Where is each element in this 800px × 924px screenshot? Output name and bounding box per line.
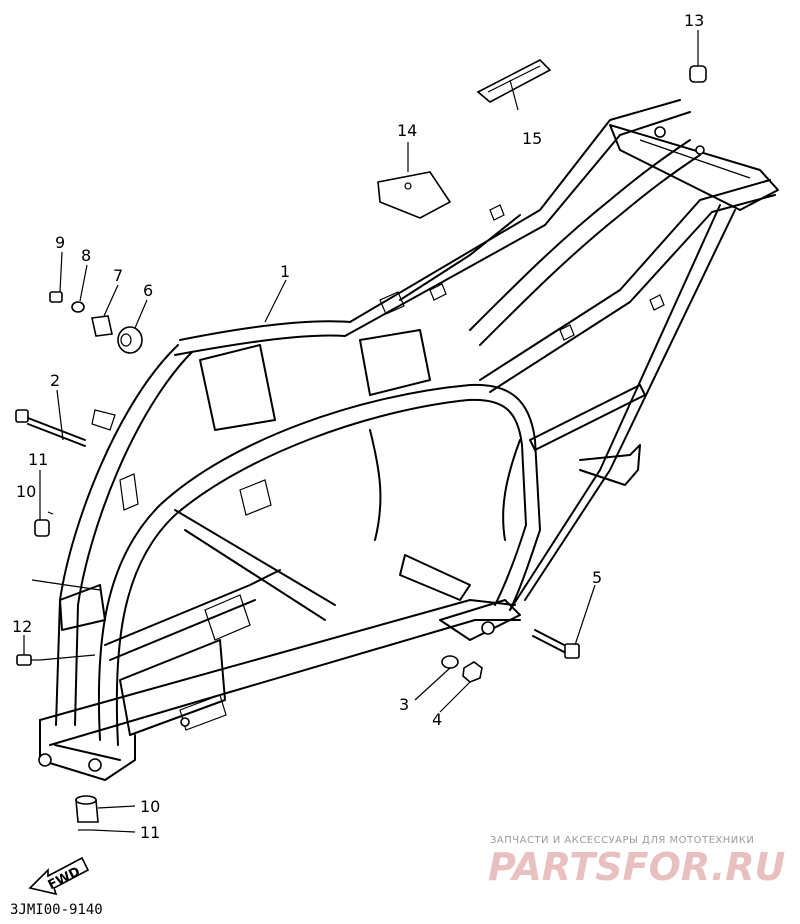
callout-14: 14: [397, 121, 417, 140]
part-14-damper: [377, 171, 452, 219]
callout-4: 4: [432, 710, 442, 729]
callout-10-bottom: 10: [140, 797, 160, 816]
part-2-long-bolt: [15, 409, 86, 447]
callout-11-bottom: 11: [140, 823, 160, 842]
part-7-collar: [91, 315, 113, 337]
part-10-bottom-cap: [75, 795, 99, 823]
diagram-code: 3JMI00-9140: [10, 902, 103, 918]
callout-2: 2: [50, 371, 60, 390]
leader-lines: [23, 30, 699, 833]
part-3-washer: [441, 655, 459, 669]
part-8-washer: [71, 301, 85, 313]
callout-8: 8: [81, 246, 91, 265]
callout-15: 15: [522, 129, 542, 148]
callout-7: 7: [113, 266, 123, 285]
part-4-nut: [462, 661, 483, 683]
callout-1: 1: [280, 262, 290, 281]
callout-11-top: 11: [28, 450, 48, 469]
part-11-top-clip: [47, 511, 54, 515]
part-13-grommet: [689, 65, 707, 83]
callout-3: 3: [399, 695, 409, 714]
watermark-logo: PARTSFOR.RU: [488, 845, 786, 889]
callout-5: 5: [592, 568, 602, 587]
callout-12: 12: [12, 617, 32, 636]
callout-13: 13: [684, 11, 704, 30]
watermark-tagline: ЗАПЧАСТИ И АКСЕССУАРЫ ДЛЯ МОТОТЕХНИКИ: [490, 835, 754, 846]
callout-9: 9: [55, 233, 65, 252]
forward-arrow-icon: FWD: [28, 856, 90, 896]
part-10-top-cap: [34, 519, 50, 537]
callout-6: 6: [143, 281, 153, 300]
part-9-bolt: [49, 291, 63, 303]
callout-10-top: 10: [16, 482, 36, 501]
frame-assembly: [38, 99, 779, 781]
part-15-label-plate: [476, 59, 552, 103]
part-12-fitting: [16, 654, 40, 666]
part-6-bushing: [117, 326, 143, 354]
part-5-bolt: [532, 629, 580, 659]
